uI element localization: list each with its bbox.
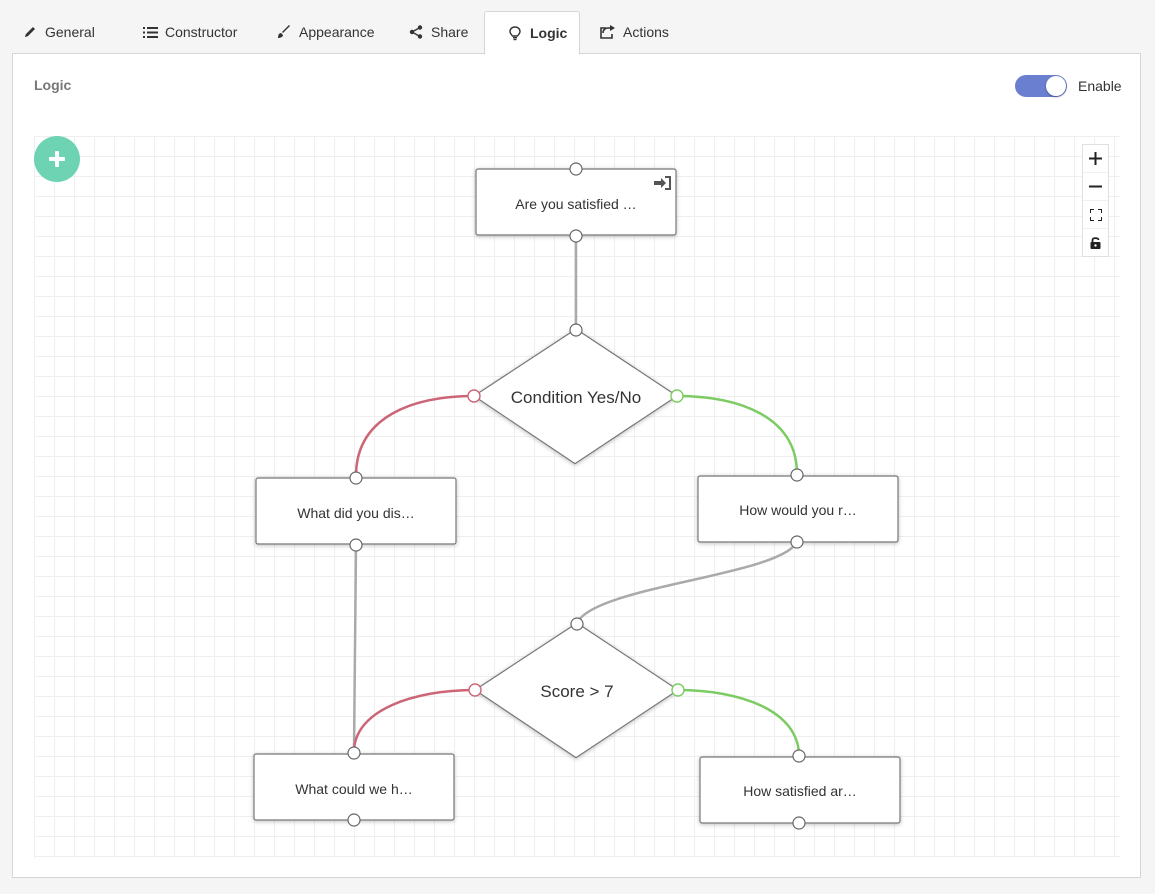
zoom-in-button[interactable] <box>1083 145 1108 173</box>
node-label: How would you r… <box>739 502 857 518</box>
lightbulb-icon <box>507 25 523 41</box>
output-port[interactable] <box>569 229 583 243</box>
connector-c2-yes <box>677 688 801 757</box>
zoom-in-icon <box>1089 152 1102 165</box>
zoom-controls <box>1082 144 1109 257</box>
pencil-icon <box>22 24 38 40</box>
enable-toggle[interactable] <box>1015 75 1067 97</box>
question-node-q4[interactable]: What could we h… <box>253 746 455 827</box>
tab-label: Actions <box>623 24 669 40</box>
toggle-knob <box>1046 76 1066 96</box>
node-label: Are you satisfied … <box>515 196 636 212</box>
connector-q2-q4 <box>352 543 358 753</box>
tab-label: Logic <box>530 25 568 41</box>
node-label: Condition Yes/No <box>511 388 641 407</box>
question-node-q3[interactable]: How would you r… <box>697 468 899 549</box>
input-port[interactable] <box>792 749 806 763</box>
tab-label: General <box>45 24 95 40</box>
connector-c1-yes <box>676 394 799 475</box>
brush-icon <box>276 24 292 40</box>
plus-icon <box>49 151 65 167</box>
output-port[interactable] <box>349 538 363 552</box>
yes-port[interactable] <box>671 683 685 697</box>
input-port[interactable] <box>790 468 804 482</box>
share-icon <box>408 24 424 40</box>
input-port[interactable] <box>347 746 361 760</box>
flow-diagram: Are you satisfied … Condition Yes/No <box>253 162 901 830</box>
node-label: What could we h… <box>295 781 413 797</box>
fit-screen-button[interactable] <box>1083 201 1108 229</box>
panel-title: Logic <box>34 77 72 93</box>
logic-panel: Logic Enable <box>12 53 1141 878</box>
output-port[interactable] <box>347 813 361 827</box>
zoom-out-icon <box>1089 185 1102 188</box>
input-port[interactable] <box>570 617 584 631</box>
input-port[interactable] <box>569 323 583 337</box>
tab-logic[interactable]: Logic <box>484 11 580 55</box>
question-node-q2[interactable]: What did you dis… <box>255 471 457 552</box>
tab-general[interactable]: General <box>22 11 95 53</box>
export-icon <box>600 24 616 40</box>
lock-button[interactable] <box>1083 229 1108 256</box>
enable-label: Enable <box>1078 78 1122 94</box>
tab-constructor[interactable]: Constructor <box>142 11 237 53</box>
add-node-button[interactable] <box>34 136 80 182</box>
zoom-out-button[interactable] <box>1083 173 1108 201</box>
fit-screen-icon <box>1089 208 1102 221</box>
output-port[interactable] <box>790 535 804 549</box>
tab-actions[interactable]: Actions <box>600 11 669 53</box>
output-port[interactable] <box>792 816 806 830</box>
no-port[interactable] <box>468 683 482 697</box>
tab-label: Appearance <box>299 24 375 40</box>
condition-node-c1[interactable]: Condition Yes/No <box>467 323 684 465</box>
tab-bar: General Constructor Appearance Share Log… <box>12 11 1141 55</box>
input-port[interactable] <box>569 162 583 176</box>
no-port[interactable] <box>467 389 481 403</box>
question-node-q5[interactable]: How satisfied ar… <box>699 749 901 830</box>
lock-icon <box>1090 236 1101 249</box>
condition-node-c2[interactable]: Score > 7 <box>468 617 685 759</box>
connector-c2-no <box>352 688 476 753</box>
logic-canvas[interactable]: Are you satisfied … Condition Yes/No <box>34 136 1120 858</box>
node-label: How satisfied ar… <box>743 783 857 799</box>
node-label: Score > 7 <box>540 682 613 701</box>
list-icon <box>142 24 158 40</box>
tab-label: Constructor <box>165 24 238 40</box>
connector-c1-no <box>354 394 475 477</box>
entry-icon <box>654 176 671 190</box>
tab-label: Share <box>431 24 469 40</box>
node-label: What did you dis… <box>297 505 415 521</box>
question-node-q1[interactable]: Are you satisfied … <box>475 162 677 243</box>
input-port[interactable] <box>349 471 363 485</box>
tab-appearance[interactable]: Appearance <box>276 11 375 53</box>
tab-share[interactable]: Share <box>408 11 468 53</box>
yes-port[interactable] <box>670 389 684 403</box>
connector-q3-c2 <box>575 541 799 624</box>
